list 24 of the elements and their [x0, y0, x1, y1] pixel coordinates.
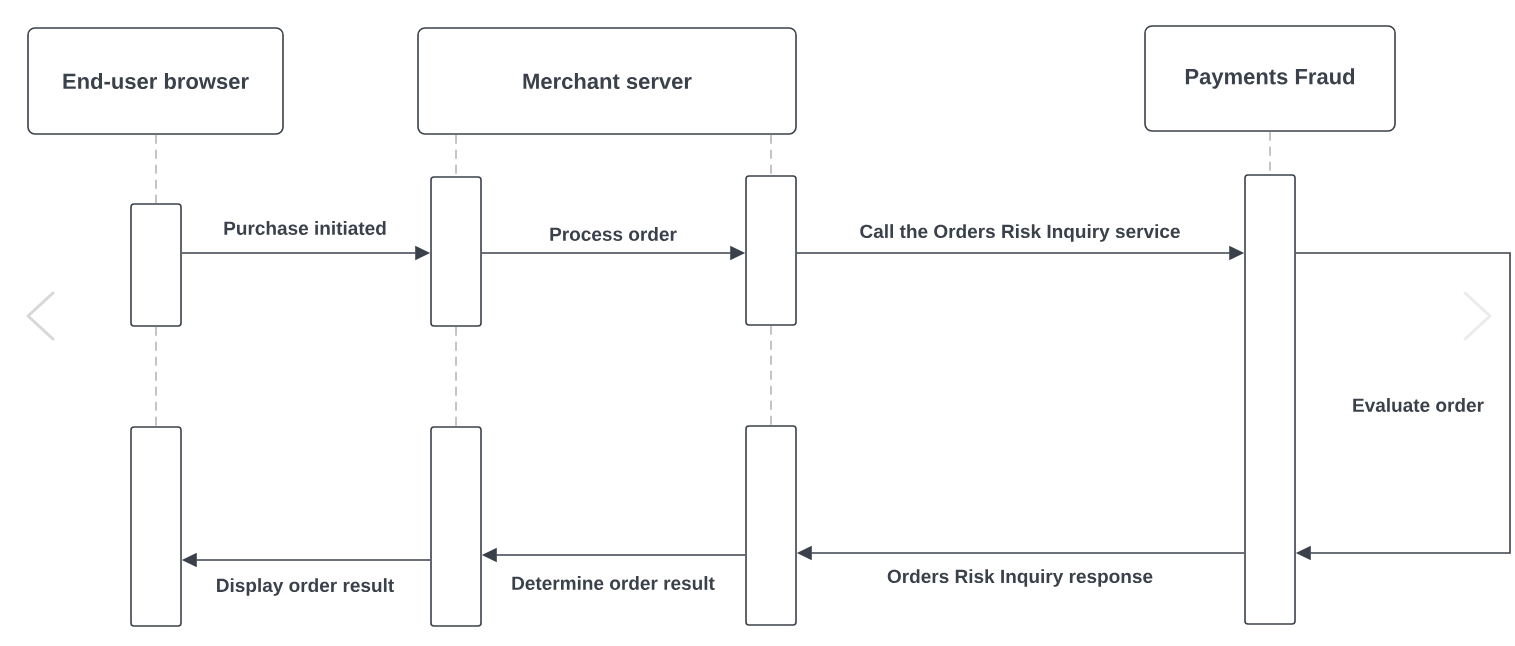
edge-label: Process order [548, 226, 678, 242]
edge-label: Evaluate order [1351, 397, 1485, 413]
activation-bar [130, 203, 182, 327]
lifeline [770, 134, 772, 176]
edge-label: Orders Risk Inquiry response [885, 568, 1155, 588]
lifeline [155, 134, 157, 204]
participant-box: Merchant server [417, 27, 797, 135]
self-message-arrow [1295, 252, 1511, 561]
activation-bar [430, 426, 482, 627]
edge-label: Display order result [214, 577, 396, 597]
activation-bar [745, 425, 797, 626]
activation-bar [745, 175, 797, 326]
lifeline [455, 326, 457, 427]
edge-label: Call the Orders Risk Inquiry service [858, 223, 1182, 243]
lifeline [455, 134, 457, 177]
participant-box: End-user browser [27, 27, 284, 135]
activation-bar [430, 176, 482, 327]
participant-box: Payments Fraud [1144, 25, 1396, 132]
activation-bar [1244, 174, 1296, 625]
edge-label: Determine order result [510, 575, 716, 591]
edge-label: Purchase initiated [222, 220, 388, 236]
lifeline [155, 326, 157, 427]
lifeline [770, 325, 772, 426]
activation-bar [130, 426, 182, 627]
